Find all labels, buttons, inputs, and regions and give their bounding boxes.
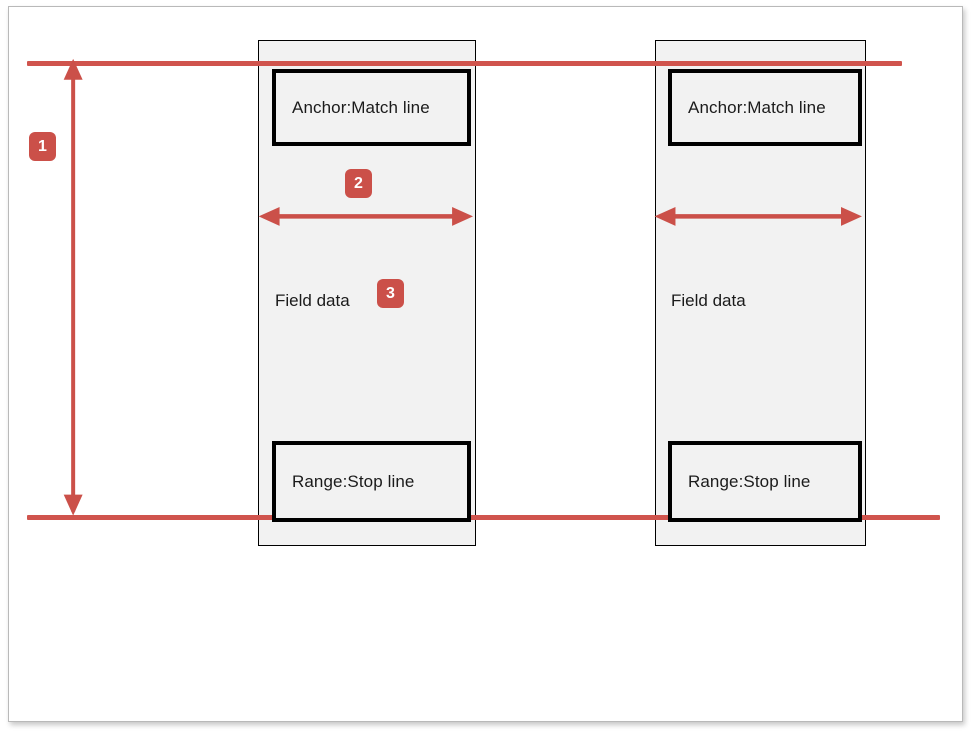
annotation-badge-2[interactable]: 2 bbox=[345, 169, 372, 198]
field-data-label-left: Field data bbox=[275, 291, 350, 310]
match-line-guide bbox=[27, 61, 902, 66]
annotation-badge-1[interactable]: 1 bbox=[29, 132, 56, 161]
diagram-canvas: Anchor:Match line Anchor:Match line Rang… bbox=[9, 7, 962, 721]
anchor-match-line-label-right: Anchor:Match line bbox=[688, 97, 826, 117]
field-data-label-right: Field data bbox=[671, 291, 746, 310]
range-stop-line-box-right[interactable]: Range:Stop line bbox=[668, 441, 862, 522]
stop-line-guide bbox=[27, 515, 940, 520]
anchor-match-line-label-left: Anchor:Match line bbox=[292, 97, 430, 117]
range-stop-line-label-right: Range:Stop line bbox=[688, 471, 811, 491]
annotation-badge-3[interactable]: 3 bbox=[377, 279, 404, 308]
range-stop-line-label-left: Range:Stop line bbox=[292, 471, 415, 491]
anchor-match-line-box-left[interactable]: Anchor:Match line bbox=[272, 69, 471, 146]
anchor-match-line-box-right[interactable]: Anchor:Match line bbox=[668, 69, 862, 146]
range-stop-line-box-left[interactable]: Range:Stop line bbox=[272, 441, 471, 522]
diagram-page-frame: Anchor:Match line Anchor:Match line Rang… bbox=[8, 6, 963, 722]
vertical-range-arrow bbox=[63, 58, 83, 516]
